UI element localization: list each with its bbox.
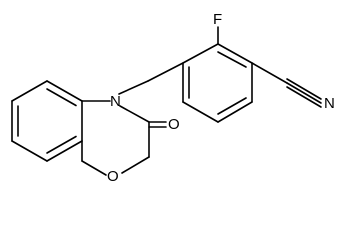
fluorine-label: F (213, 11, 222, 28)
ring-oxygen-label: O (107, 168, 119, 185)
structure-diagram: F N N O O (11, 11, 335, 185)
nitrile-nitrogen-label: N (324, 95, 335, 112)
benzo-ring (11, 80, 83, 162)
fluorobenzonitrile-ring (182, 26, 322, 123)
methylene-bond (118, 80, 149, 95)
methylene-bond (147, 62, 184, 82)
oxazinone-ring (81, 100, 167, 176)
ring-nitrogen-label: N (110, 93, 121, 110)
carbonyl-oxygen-label: O (168, 116, 180, 133)
